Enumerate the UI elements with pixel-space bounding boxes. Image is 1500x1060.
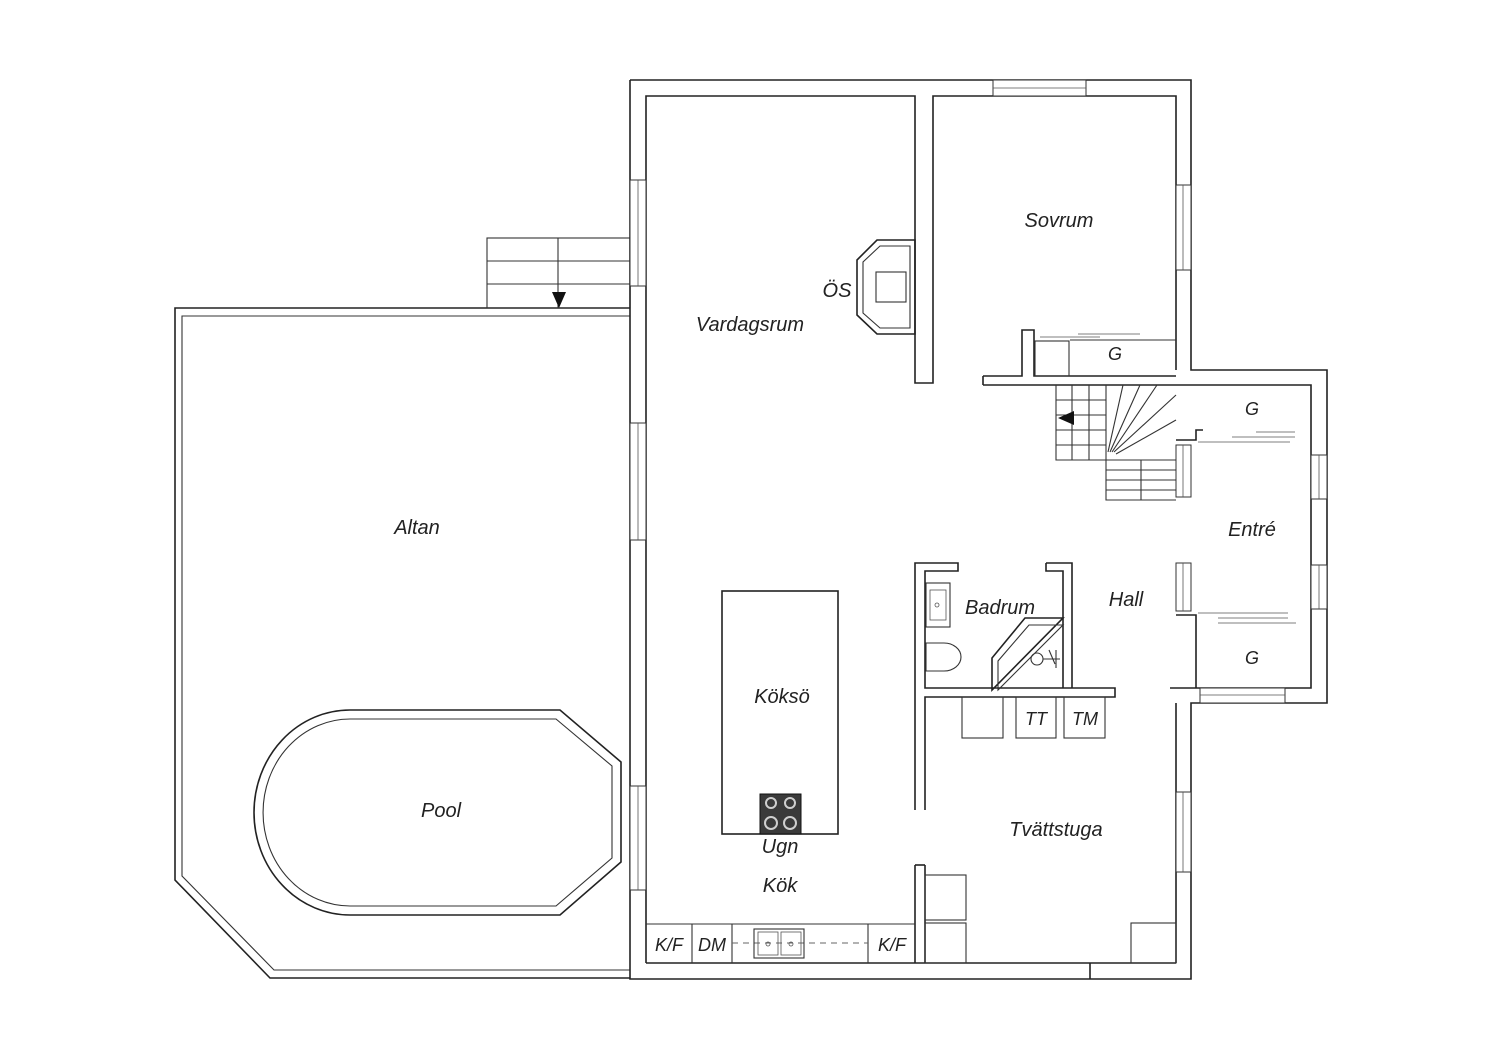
kitchen-island [721, 590, 839, 835]
label-tt: TT [1025, 709, 1049, 729]
kitchen-sink-icon [753, 928, 805, 959]
label-hall: Hall [1109, 589, 1144, 611]
label-entre: Entré [1228, 519, 1276, 541]
label-garderob-entre-bottom: G [1245, 648, 1259, 668]
pool [253, 709, 622, 916]
label-ugn: Ugn [762, 836, 799, 858]
label-kf-right: K/F [878, 935, 907, 955]
label-os: ÖS [823, 280, 853, 302]
stairs-arrow-icon [552, 292, 566, 308]
entre-wardrobes [1170, 429, 1296, 689]
sink-icon [925, 582, 951, 628]
stairs-direction-arrow-icon [1058, 411, 1074, 425]
label-tvattstuga: Tvättstuga [1009, 819, 1102, 841]
cooktop-icon [759, 793, 802, 835]
label-dm: DM [698, 935, 726, 955]
laundry-appliances [914, 696, 1177, 964]
kitchen-counter [646, 923, 915, 963]
label-altan: Altan [393, 517, 440, 539]
label-kok: Kök [763, 875, 798, 897]
toilet-icon [925, 642, 962, 672]
shower-icon [1030, 649, 1060, 668]
interior-walls-north [982, 329, 1176, 386]
label-tm: TM [1072, 709, 1098, 729]
label-kokso: Köksö [754, 686, 810, 708]
label-badrum: Badrum [965, 597, 1035, 619]
label-sovrum: Sovrum [1025, 210, 1094, 232]
staircase [1055, 384, 1177, 501]
label-kf-left: K/F [655, 935, 684, 955]
room-labels: Sovrum ÖS Vardagsrum Altan Pool Köksö Ug… [393, 210, 1276, 955]
windows [629, 79, 1328, 891]
deck-outline [174, 237, 631, 979]
fireplace [856, 239, 916, 335]
exterior-walls [629, 79, 1328, 980]
label-pool: Pool [421, 800, 462, 822]
label-garderob-entre-top: G [1245, 399, 1259, 419]
label-garderob-sovrum: G [1108, 344, 1122, 364]
label-vardagsrum: Vardagsrum [696, 314, 804, 336]
